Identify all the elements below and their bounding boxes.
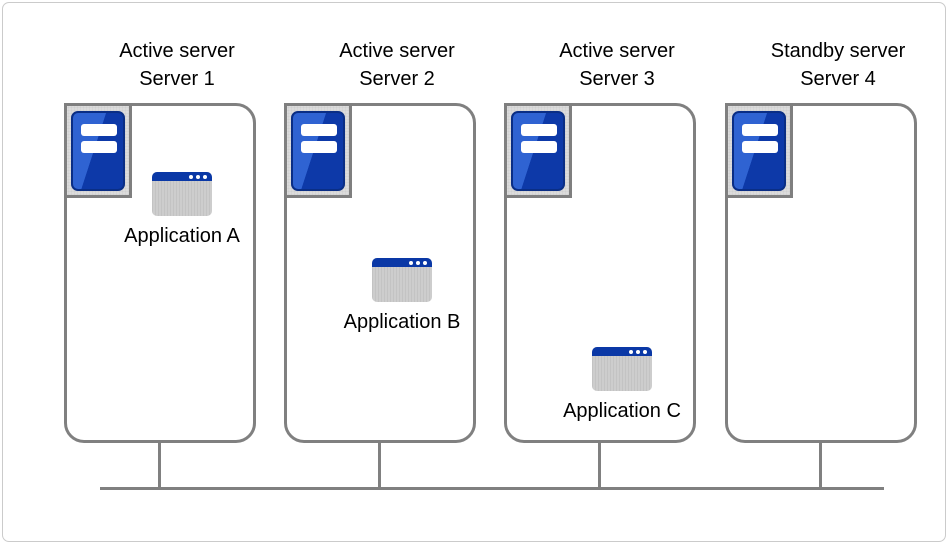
server-role-label: Active server [119,40,235,62]
drive-bay-slot [521,140,557,153]
titlebar-dot [416,260,420,265]
drive-bay-slot [521,123,557,136]
server-tower-icon [504,103,572,198]
server-tower-glyph [71,110,125,191]
application-label: Application A [124,225,240,247]
server-box: Application C [504,103,696,443]
drive-bay-slot [81,123,117,136]
app-window-titlebar [152,172,212,181]
app-window-titlebar [592,347,652,356]
server-box: Application A [64,103,256,443]
titlebar-dot [196,174,200,179]
server-group-4: Standby server Server 4 [725,0,917,544]
server-name-label: Server 1 [139,68,215,90]
server-box: Application B [284,103,476,443]
drive-bay-slot [742,123,778,136]
drive-bay-slot [301,140,337,153]
server-tower-icon [64,103,132,198]
server-group-3: Active server Server 3 Application C [504,0,696,544]
server-name-label: Server 2 [359,68,435,90]
application-label: Application C [563,400,681,422]
app-window-icon [152,172,212,216]
server-name-label: Server 3 [579,68,655,90]
app-window-icon [592,347,652,391]
server-box [725,103,917,443]
server-tower-glyph [732,110,786,191]
application-a: Application A [107,172,257,248]
drive-bay-slot [742,140,778,153]
server-group-1: Active server Server 1 Application A [64,0,256,544]
titlebar-dot [423,260,427,265]
server-tower-glyph [291,110,345,191]
connector-line [378,441,381,488]
server-role-label: Active server [559,40,675,62]
titlebar-dot [203,174,207,179]
server-caption: Standby server Server 4 [742,37,934,93]
server-tower-glyph [511,110,565,191]
server-role-label: Active server [339,40,455,62]
app-window-titlebar [372,258,432,267]
app-window-icon [372,258,432,302]
titlebar-dot [643,349,647,354]
application-label: Application B [343,311,461,333]
titlebar-dot [189,174,193,179]
server-group-2: Active server Server 2 Application B [284,0,476,544]
server-name-label: Server 4 [800,68,876,90]
server-tower-icon [725,103,793,198]
drive-bay-slot [81,140,117,153]
server-caption: Active server Server 3 [521,37,713,93]
titlebar-dot [409,260,413,265]
network-bus-line [100,487,884,490]
titlebar-dot [629,349,633,354]
application-c: Application C [547,347,697,423]
connector-line [598,441,601,488]
connector-line [819,441,822,488]
server-caption: Active server Server 1 [81,37,273,93]
server-caption: Active server Server 2 [301,37,493,93]
drive-bay-slot [301,123,337,136]
application-b: Application B [327,258,477,334]
titlebar-dot [636,349,640,354]
server-role-label: Standby server [770,40,906,62]
connector-line [158,441,161,488]
server-tower-icon [284,103,352,198]
